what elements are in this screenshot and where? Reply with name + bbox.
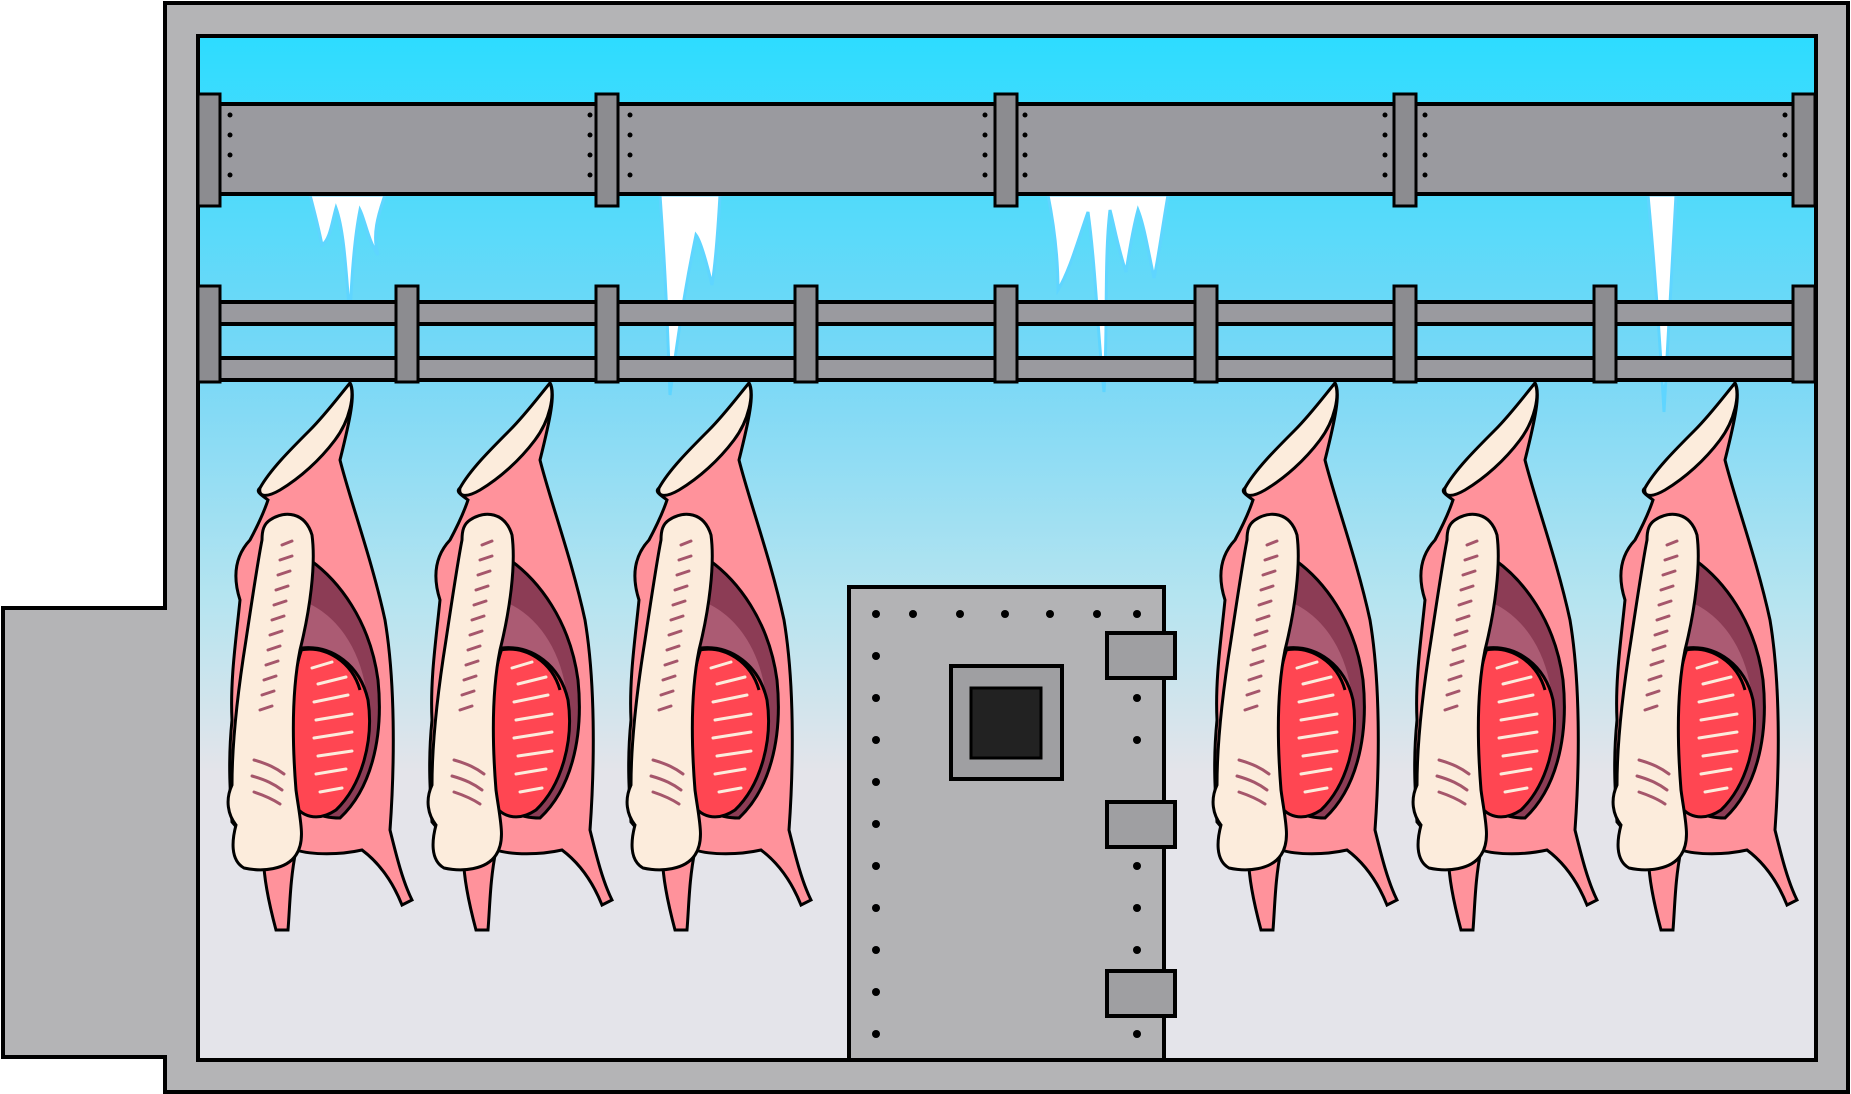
- icicle-icon: [1046, 193, 1170, 393]
- door-window: [969, 686, 1043, 760]
- door-hinge-middle: [1105, 800, 1177, 849]
- door-icon[interactable]: [847, 585, 1177, 1062]
- door-hinge-top: [1105, 631, 1177, 680]
- door-rivets: [872, 610, 1141, 1038]
- top-rail-rivets: [227, 112, 1788, 178]
- door-hinge-bottom: [1105, 969, 1177, 1018]
